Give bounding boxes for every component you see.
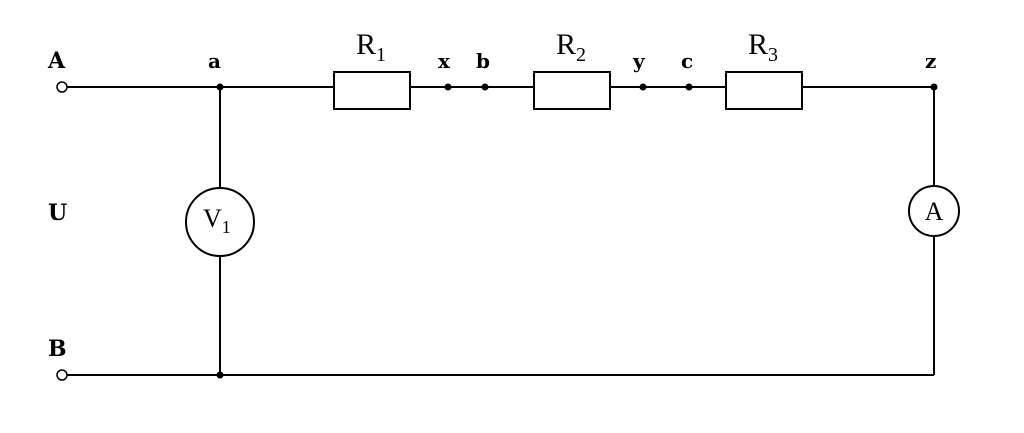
voltmeter-label: V1	[203, 204, 231, 237]
terminal-b	[56, 369, 68, 381]
resistor-label-r3-index: 3	[768, 44, 778, 66]
node-label-a: a	[208, 49, 221, 73]
resistor-label-r1: R1	[356, 28, 386, 66]
node-label-b: b	[476, 49, 490, 73]
resistor-r2	[533, 71, 611, 110]
resistor-label-r3: R3	[748, 28, 778, 66]
resistor-label-r3-letter: R	[748, 28, 768, 61]
node-label-c: c	[681, 49, 693, 73]
resistor-label-r1-index: 1	[376, 44, 386, 66]
resistor-label-r2-index: 2	[576, 44, 586, 66]
resistor-label-r2: R2	[556, 28, 586, 66]
node-label-x: x	[438, 49, 451, 73]
voltage-label-u: U	[48, 200, 67, 226]
node-label-z: z	[925, 49, 936, 73]
terminal-a	[56, 81, 68, 93]
voltmeter	[185, 187, 255, 257]
terminal-label-a: A	[47, 48, 66, 74]
junction-y	[639, 83, 647, 91]
resistor-r1	[333, 71, 411, 110]
terminal-label-b: B	[48, 336, 67, 362]
voltmeter-label-letter: V	[203, 204, 222, 233]
resistor-label-r2-letter: R	[556, 28, 576, 61]
node-label-y: y	[632, 49, 646, 73]
ammeter-label: A	[925, 197, 944, 226]
resistor-r3	[725, 71, 803, 110]
junction-x	[444, 83, 452, 91]
junction-b	[481, 83, 489, 91]
junction-c	[685, 83, 693, 91]
junction-a	[216, 83, 224, 91]
junction-bottom-voltmeter	[216, 371, 224, 379]
resistor-label-r1-letter: R	[356, 28, 376, 61]
voltmeter-label-index: 1	[222, 217, 231, 237]
ammeter	[908, 185, 960, 237]
junction-z	[930, 83, 938, 91]
